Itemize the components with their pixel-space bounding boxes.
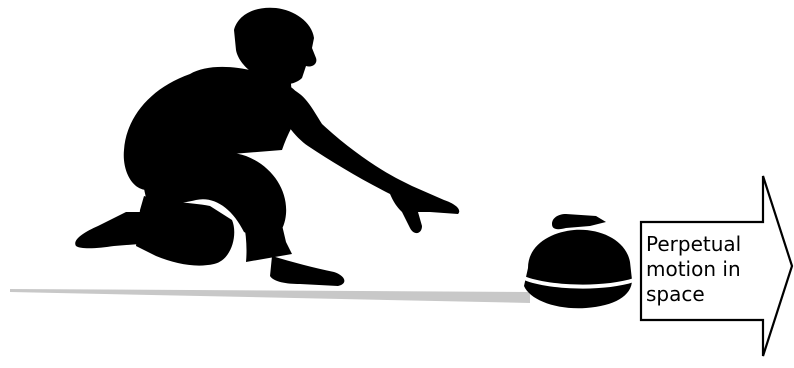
curling-stone-handle	[552, 214, 606, 229]
arrow-label-line-2: motion in	[646, 257, 776, 282]
curling-stone-body	[524, 230, 632, 308]
ice-track	[10, 289, 530, 303]
curling-stone	[524, 214, 634, 308]
curler-silhouette	[75, 8, 459, 286]
arrow-label-line-1: Perpetual	[646, 232, 776, 257]
arrow-label: Perpetual motion in space	[646, 232, 776, 307]
arrow-label-line-3: space	[646, 282, 776, 307]
